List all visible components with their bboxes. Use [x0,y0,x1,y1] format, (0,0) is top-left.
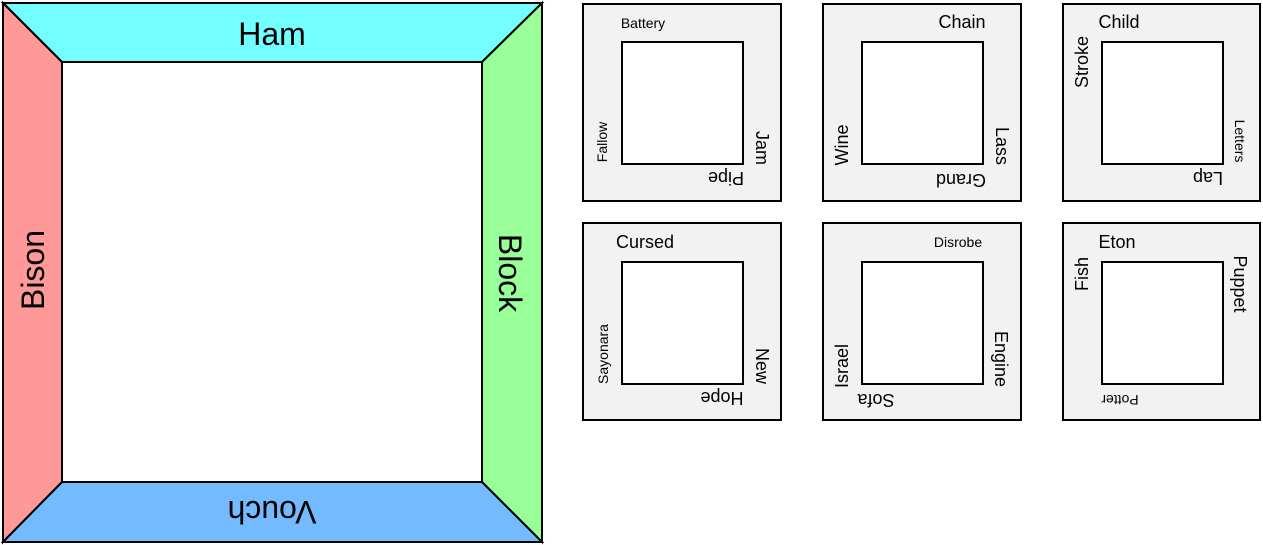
frame-2-bottom-label: Grand [935,170,987,190]
word-frame-5-center [861,261,984,385]
frame-5-top-label: Disrobe [933,234,983,250]
word-frame-2-center [861,41,984,165]
frame-1-bottom-label: Pipe [707,168,745,188]
word-frame-5 [822,222,1022,421]
frame-5-right-label: Engine [991,330,1011,388]
word-frame-1-center [621,41,744,165]
word-frame-4 [582,222,782,421]
frame-6-bottom-label: Potter [1101,392,1139,408]
big-frame-bottom-label: Vouch [228,494,317,530]
word-frame-4-center [621,261,744,385]
frame-4-top-label: Cursed [615,232,675,252]
frame-1-right-label: Jam [752,130,772,166]
frame-3-bottom-label: Lap [1192,168,1224,188]
big-frame-top-label: Ham [238,16,306,52]
frame-4-bottom-label: Hope [700,388,744,408]
big-frame-right-label: Block [492,234,528,313]
frame-5-bottom-label: Sofa [857,390,895,410]
frame-4-right-label: New [752,347,772,385]
frame-6-top-label: Eton [1098,232,1136,252]
frame-1-left-label: Fallow [594,121,610,163]
frame-2-right-label: Lass [992,126,1012,166]
frame-2-left-label: Wine [832,124,852,166]
frame-3-left-label: Stroke [1072,35,1092,89]
frame-6-right-label: Puppet [1230,255,1250,313]
word-frame-6 [1062,222,1261,421]
big-frame-center [61,61,483,483]
word-frame-6-center [1101,261,1224,385]
word-frame-3 [1062,3,1261,202]
frame-4-left-label: Sayonara [595,324,611,384]
frame-3-top-label: Child [1098,12,1140,32]
big-frame: Ham Bison Block Vouch [0,0,545,545]
frame-5-left-label: Israel [832,343,852,389]
word-frame-2 [822,3,1022,202]
word-frame-1 [582,3,782,202]
word-frame-3-center [1101,41,1224,165]
frame-6-left-label: Fish [1072,256,1092,292]
big-frame-left-label: Bison [15,230,51,310]
frame-2-top-label: Chain [938,12,986,32]
frame-1-top-label: Battery [620,15,666,31]
frame-3-right-label: Letters [1232,119,1248,163]
